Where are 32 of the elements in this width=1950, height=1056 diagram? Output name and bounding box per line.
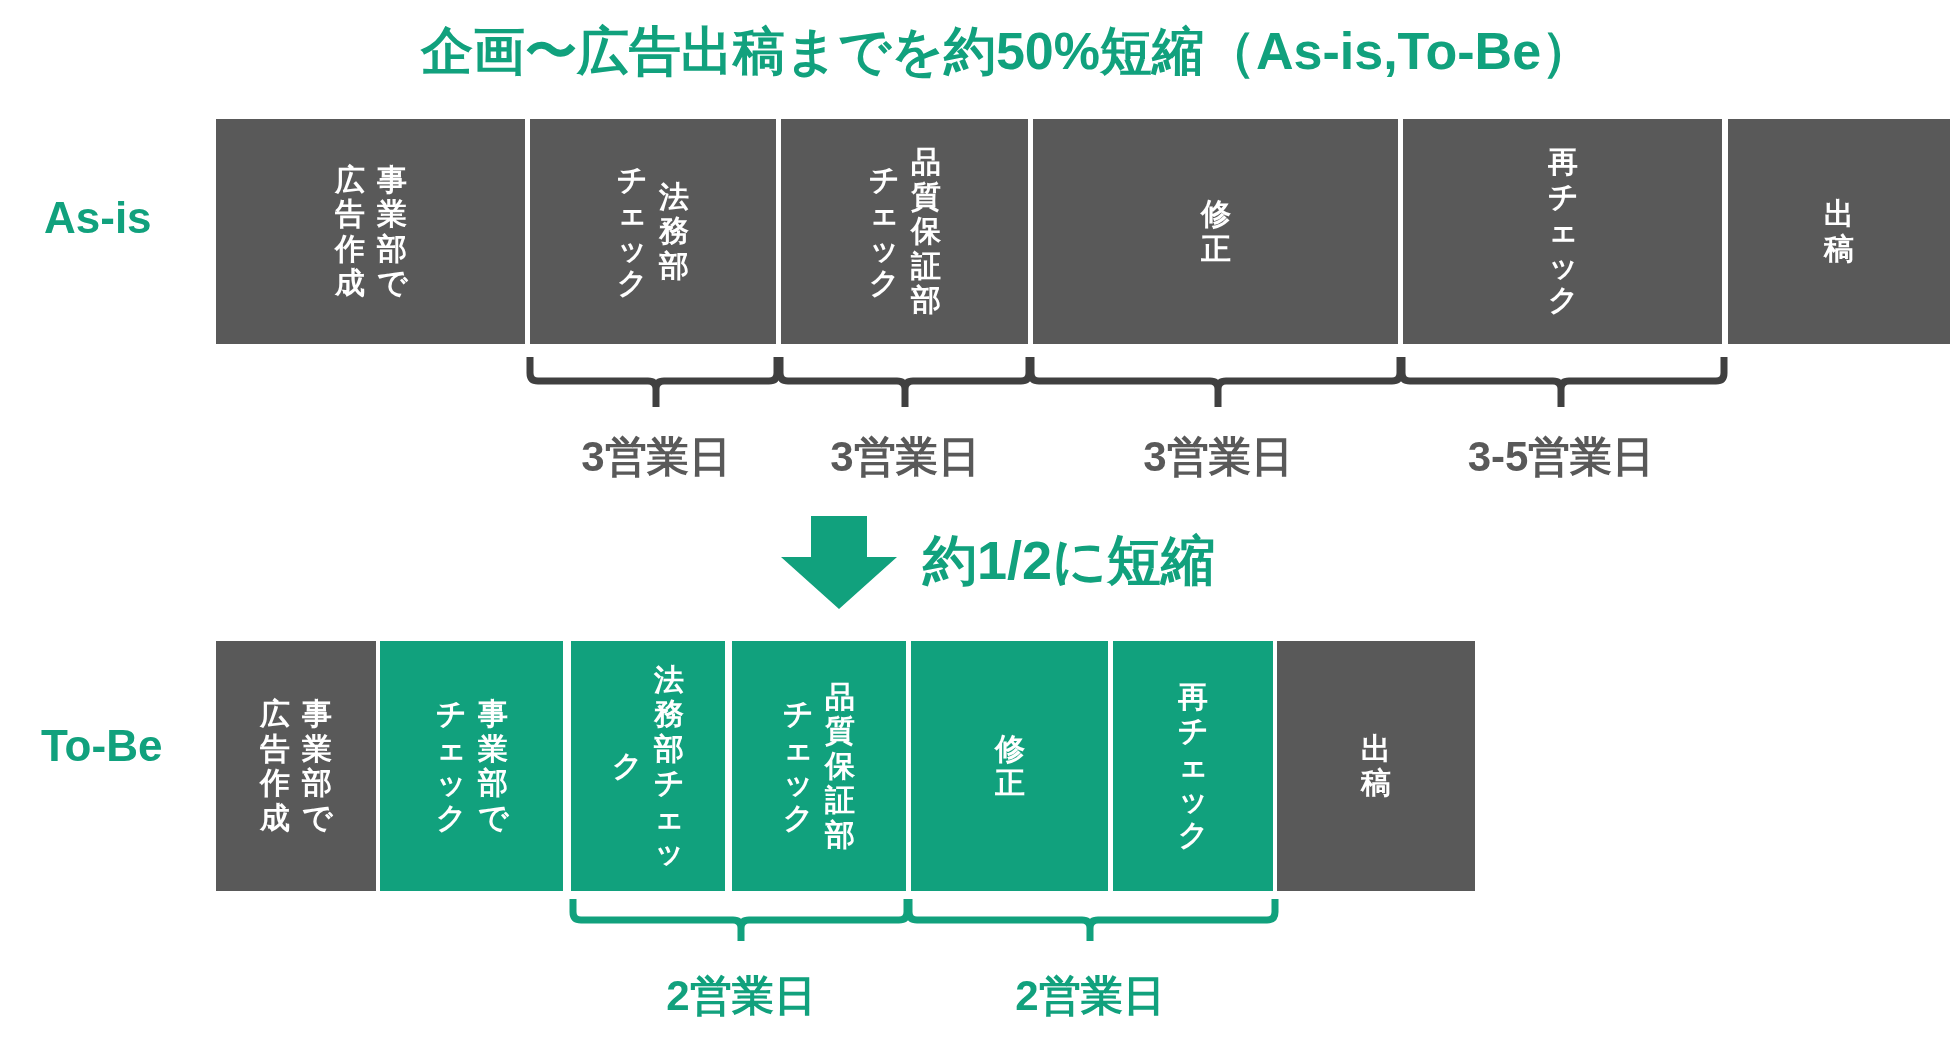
duration-label: 3営業日 <box>581 431 731 482</box>
process-box <box>732 641 906 891</box>
process-box <box>1403 119 1722 344</box>
duration-label: 3-5営業日 <box>1467 431 1655 482</box>
step-label: 出稿 <box>1361 731 1391 801</box>
step-label: 事業部でチェック <box>435 697 508 835</box>
process-box <box>1113 641 1273 891</box>
title: 企画〜広告出稿までを約50%短縮（As-is,To-Be） <box>420 20 1594 82</box>
process-box <box>380 641 563 891</box>
process-box <box>216 641 376 891</box>
duration-label: 3営業日 <box>1143 431 1293 482</box>
step-label: 事業部で広告作成 <box>260 697 332 835</box>
step-label: 再チェック <box>1547 145 1578 318</box>
step-label: 事業部で広告作成 <box>334 162 407 301</box>
process-box <box>216 119 525 344</box>
process-box <box>1033 119 1398 344</box>
row-label: As-is <box>44 191 152 244</box>
duration-label: 3営業日 <box>830 431 980 482</box>
step-label: 再チェック <box>1178 679 1208 853</box>
duration-label: 2営業日 <box>666 970 816 1021</box>
step-label: 修正 <box>1200 197 1231 266</box>
duration-label: 2営業日 <box>1015 970 1165 1021</box>
step-label: 出稿 <box>1824 197 1854 266</box>
process-box <box>1728 119 1950 344</box>
process-box <box>1277 641 1475 891</box>
step-label: 修正 <box>994 731 1025 801</box>
reduction-label: 約1/2に短縮 <box>923 528 1216 592</box>
process-box <box>530 119 776 344</box>
process-box <box>781 119 1028 344</box>
row-label: To-Be <box>41 719 163 772</box>
process-box <box>571 641 725 891</box>
process-box <box>911 641 1108 891</box>
